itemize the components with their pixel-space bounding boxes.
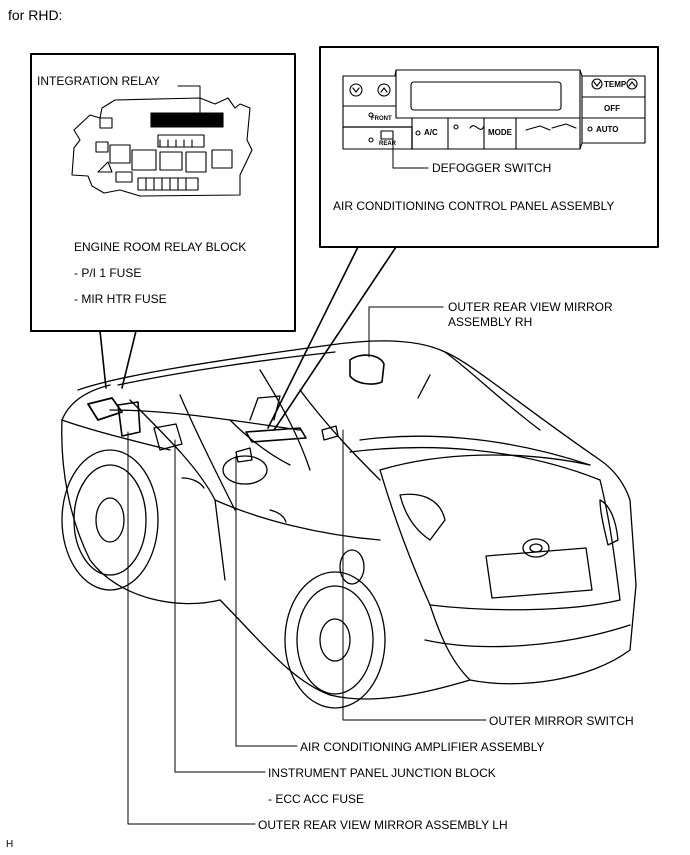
engine-room-relay-block-drawing <box>71 97 253 197</box>
ac-amplifier-leader <box>235 455 298 747</box>
rear-defogger-text: REAR <box>379 141 397 147</box>
ac-control-panel-drawing <box>342 69 646 150</box>
page-title: for RHD: <box>8 7 63 23</box>
ac-panel-button-text: FRONT REAR A/C MODE TEMP OFF AUTO <box>371 80 627 147</box>
integration-relay-leader <box>177 85 201 114</box>
car-body-drawing <box>61 340 637 709</box>
off-button-text: OFF <box>604 104 620 113</box>
figure-code: H <box>6 839 14 850</box>
front-defogger-text: FRONT <box>371 116 392 122</box>
pi1-fuse-label: - P/I 1 FUSE <box>74 266 142 280</box>
auto-button-text: AUTO <box>596 125 619 134</box>
ecc-acc-fuse-label: - ECC ACC FUSE <box>268 792 365 806</box>
relay-block-callout <box>30 53 296 332</box>
ac-panel-callout <box>319 46 659 248</box>
temp-text: TEMP <box>604 80 627 89</box>
ac-amplifier-label: AIR CONDITIONING AMPLIFIER ASSEMBLY <box>300 740 545 754</box>
junction-block-leader <box>174 439 266 773</box>
mirror-lh-label: OUTER REAR VIEW MIRROR ASSEMBLY LH <box>258 818 508 832</box>
defogger-switch-label: DEFOGGER SWITCH <box>432 161 552 175</box>
ac-control-panel-label: AIR CONDITIONING CONTROL PANEL ASSEMBLY <box>333 199 615 213</box>
mode-button-text: MODE <box>488 128 513 137</box>
mirror-rh-label-line1: OUTER REAR VIEW MIRROR <box>448 300 613 314</box>
mir-htr-fuse-label: - MIR HTR FUSE <box>74 292 167 306</box>
integration-relay <box>150 112 224 128</box>
mirror-rh-leader <box>368 306 444 358</box>
junction-block-label: INSTRUMENT PANEL JUNCTION BLOCK <box>268 766 496 780</box>
integration-relay-label: INTEGRATION RELAY <box>37 74 160 88</box>
outer-mirror-switch-label: OUTER MIRROR SWITCH <box>489 714 634 728</box>
mirror-rh-label-line2: ASSEMBLY RH <box>448 315 533 329</box>
callout-pointer-panel <box>267 246 397 431</box>
ac-button-text: A/C <box>424 128 438 137</box>
callout-pointer-relay <box>99 330 137 389</box>
outer-mirror-switch-leader <box>342 429 487 721</box>
leader-lines <box>127 306 487 825</box>
engine-room-relay-block-label: ENGINE ROOM RELAY BLOCK <box>74 240 247 254</box>
mirror-lh-leader <box>127 431 256 825</box>
defogger-switch-leader <box>392 139 429 169</box>
